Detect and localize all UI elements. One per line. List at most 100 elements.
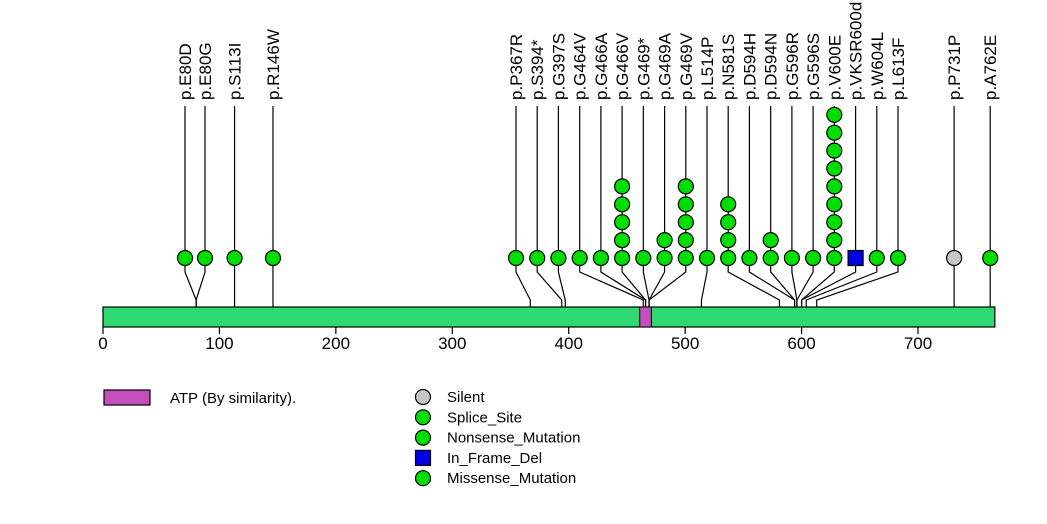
axis-tick-label: 100 — [205, 334, 233, 353]
missense-marker[interactable] — [550, 249, 567, 267]
missense-marker[interactable] — [720, 232, 737, 249]
missense-marker[interactable] — [804, 249, 822, 267]
in-frame-del-marker[interactable] — [847, 249, 864, 267]
domain-legend-label: ATP (By similarity). — [170, 390, 296, 407]
mutation-label: p.D594H — [740, 33, 759, 100]
missense-marker[interactable] — [826, 178, 843, 195]
mutation-label: p.W604L — [868, 32, 887, 100]
missense-marker[interactable] — [226, 249, 243, 267]
mutation-label: p.G464V — [571, 32, 590, 100]
mutation-stem — [515, 106, 531, 327]
protein-bar-group — [102, 306, 996, 328]
missense-marker[interactable] — [613, 178, 631, 195]
missense-marker[interactable] — [826, 106, 843, 123]
missense-marker[interactable] — [677, 232, 694, 249]
missense-marker[interactable] — [720, 249, 737, 267]
silent-marker[interactable] — [946, 249, 963, 267]
axis-tick-label: 400 — [555, 334, 583, 353]
missense-marker[interactable] — [783, 249, 801, 267]
mutation-stem — [805, 106, 878, 327]
missense-marker[interactable] — [826, 249, 843, 267]
axis-tick-label: 0 — [98, 334, 107, 353]
legend-item-label: Splice_Site — [447, 409, 522, 426]
axis-tick-label: 600 — [787, 334, 815, 353]
connector-lines — [184, 106, 991, 327]
legend-circle-icon — [414, 409, 432, 426]
mutation-label: p.G469A — [656, 32, 675, 100]
missense-marker[interactable] — [698, 249, 716, 267]
mutation-stem — [642, 106, 650, 327]
legend-item-label: Nonsense_Mutation — [447, 430, 580, 447]
mutation-label: p.VKSR600d — [847, 2, 866, 100]
mutation-label: p.A762E — [981, 35, 1000, 100]
mutation-stem — [700, 106, 708, 327]
missense-marker[interactable] — [613, 249, 631, 267]
missense-marker[interactable] — [762, 232, 779, 249]
axis-tick-label: 300 — [438, 334, 466, 353]
missense-marker[interactable] — [868, 249, 885, 267]
legend-item-label: In_Frame_Del — [447, 450, 542, 467]
legend-square-icon — [414, 449, 432, 466]
missense-marker[interactable] — [592, 249, 610, 267]
missense-marker[interactable] — [826, 160, 843, 177]
missense-marker[interactable] — [826, 124, 843, 141]
missense-marker[interactable] — [826, 196, 843, 213]
missense-marker[interactable] — [677, 214, 694, 231]
mutation-stem — [770, 106, 796, 327]
missense-marker[interactable] — [826, 214, 843, 231]
missense-marker[interactable] — [677, 178, 694, 195]
missense-marker[interactable] — [677, 249, 694, 267]
missense-marker[interactable] — [176, 249, 194, 267]
mutation-label: p.P367R — [507, 34, 526, 100]
mutation-stem — [748, 106, 796, 327]
mutation-stem — [195, 106, 206, 327]
missense-marker[interactable] — [571, 249, 588, 267]
mutation-label: p.G596R — [783, 32, 802, 100]
missense-marker[interactable] — [196, 249, 214, 267]
mutation-label: p.L514P — [698, 37, 717, 100]
legend-circle-icon — [414, 388, 432, 406]
missense-marker[interactable] — [720, 214, 737, 231]
mutation-label: p.V600E — [825, 35, 844, 100]
mutation-label: p.G596S — [804, 33, 823, 100]
missense-marker[interactable] — [656, 249, 673, 267]
mutation-label: p.S113I — [226, 43, 245, 100]
domain-region[interactable] — [639, 306, 652, 328]
missense-marker[interactable] — [762, 249, 779, 267]
nonsense-marker[interactable] — [635, 249, 652, 267]
mutation-markers — [176, 106, 999, 267]
mutation-label: p.G466A — [592, 32, 611, 100]
domain-legend-swatch — [103, 389, 151, 406]
domain-legend: ATP (By similarity). — [103, 389, 296, 407]
legend-circle-icon — [414, 470, 432, 487]
missense-marker[interactable] — [826, 232, 843, 249]
missense-marker[interactable] — [264, 249, 282, 267]
missense-marker[interactable] — [826, 142, 843, 159]
nonsense-marker[interactable] — [529, 249, 546, 267]
mutation-label: p.E80G — [196, 42, 215, 100]
missense-marker[interactable] — [507, 249, 525, 267]
mutation-label: p.G469V — [677, 32, 696, 100]
missense-marker[interactable] — [613, 232, 631, 249]
mutation-stem — [791, 106, 798, 327]
missense-marker[interactable] — [741, 249, 758, 267]
missense-marker[interactable] — [677, 196, 694, 213]
missense-marker[interactable] — [613, 196, 631, 213]
missense-marker[interactable] — [889, 249, 907, 267]
missense-marker[interactable] — [656, 232, 673, 249]
mutation-label: p.G466V — [613, 32, 632, 100]
mutation-stem — [184, 106, 197, 327]
legend-item-label: Missense_Mutation — [447, 470, 576, 487]
missense-marker[interactable] — [613, 214, 631, 231]
missense-marker[interactable] — [720, 196, 737, 213]
missense-marker[interactable] — [982, 249, 999, 267]
mutation-type-legend: SilentSplice_SiteNonsense_MutationIn_Fra… — [414, 388, 580, 487]
axis-tick-label: 700 — [904, 334, 932, 353]
mutation-label: p.P731P — [945, 35, 964, 100]
mutation-stem — [727, 106, 781, 327]
mutation-stem — [796, 106, 814, 327]
